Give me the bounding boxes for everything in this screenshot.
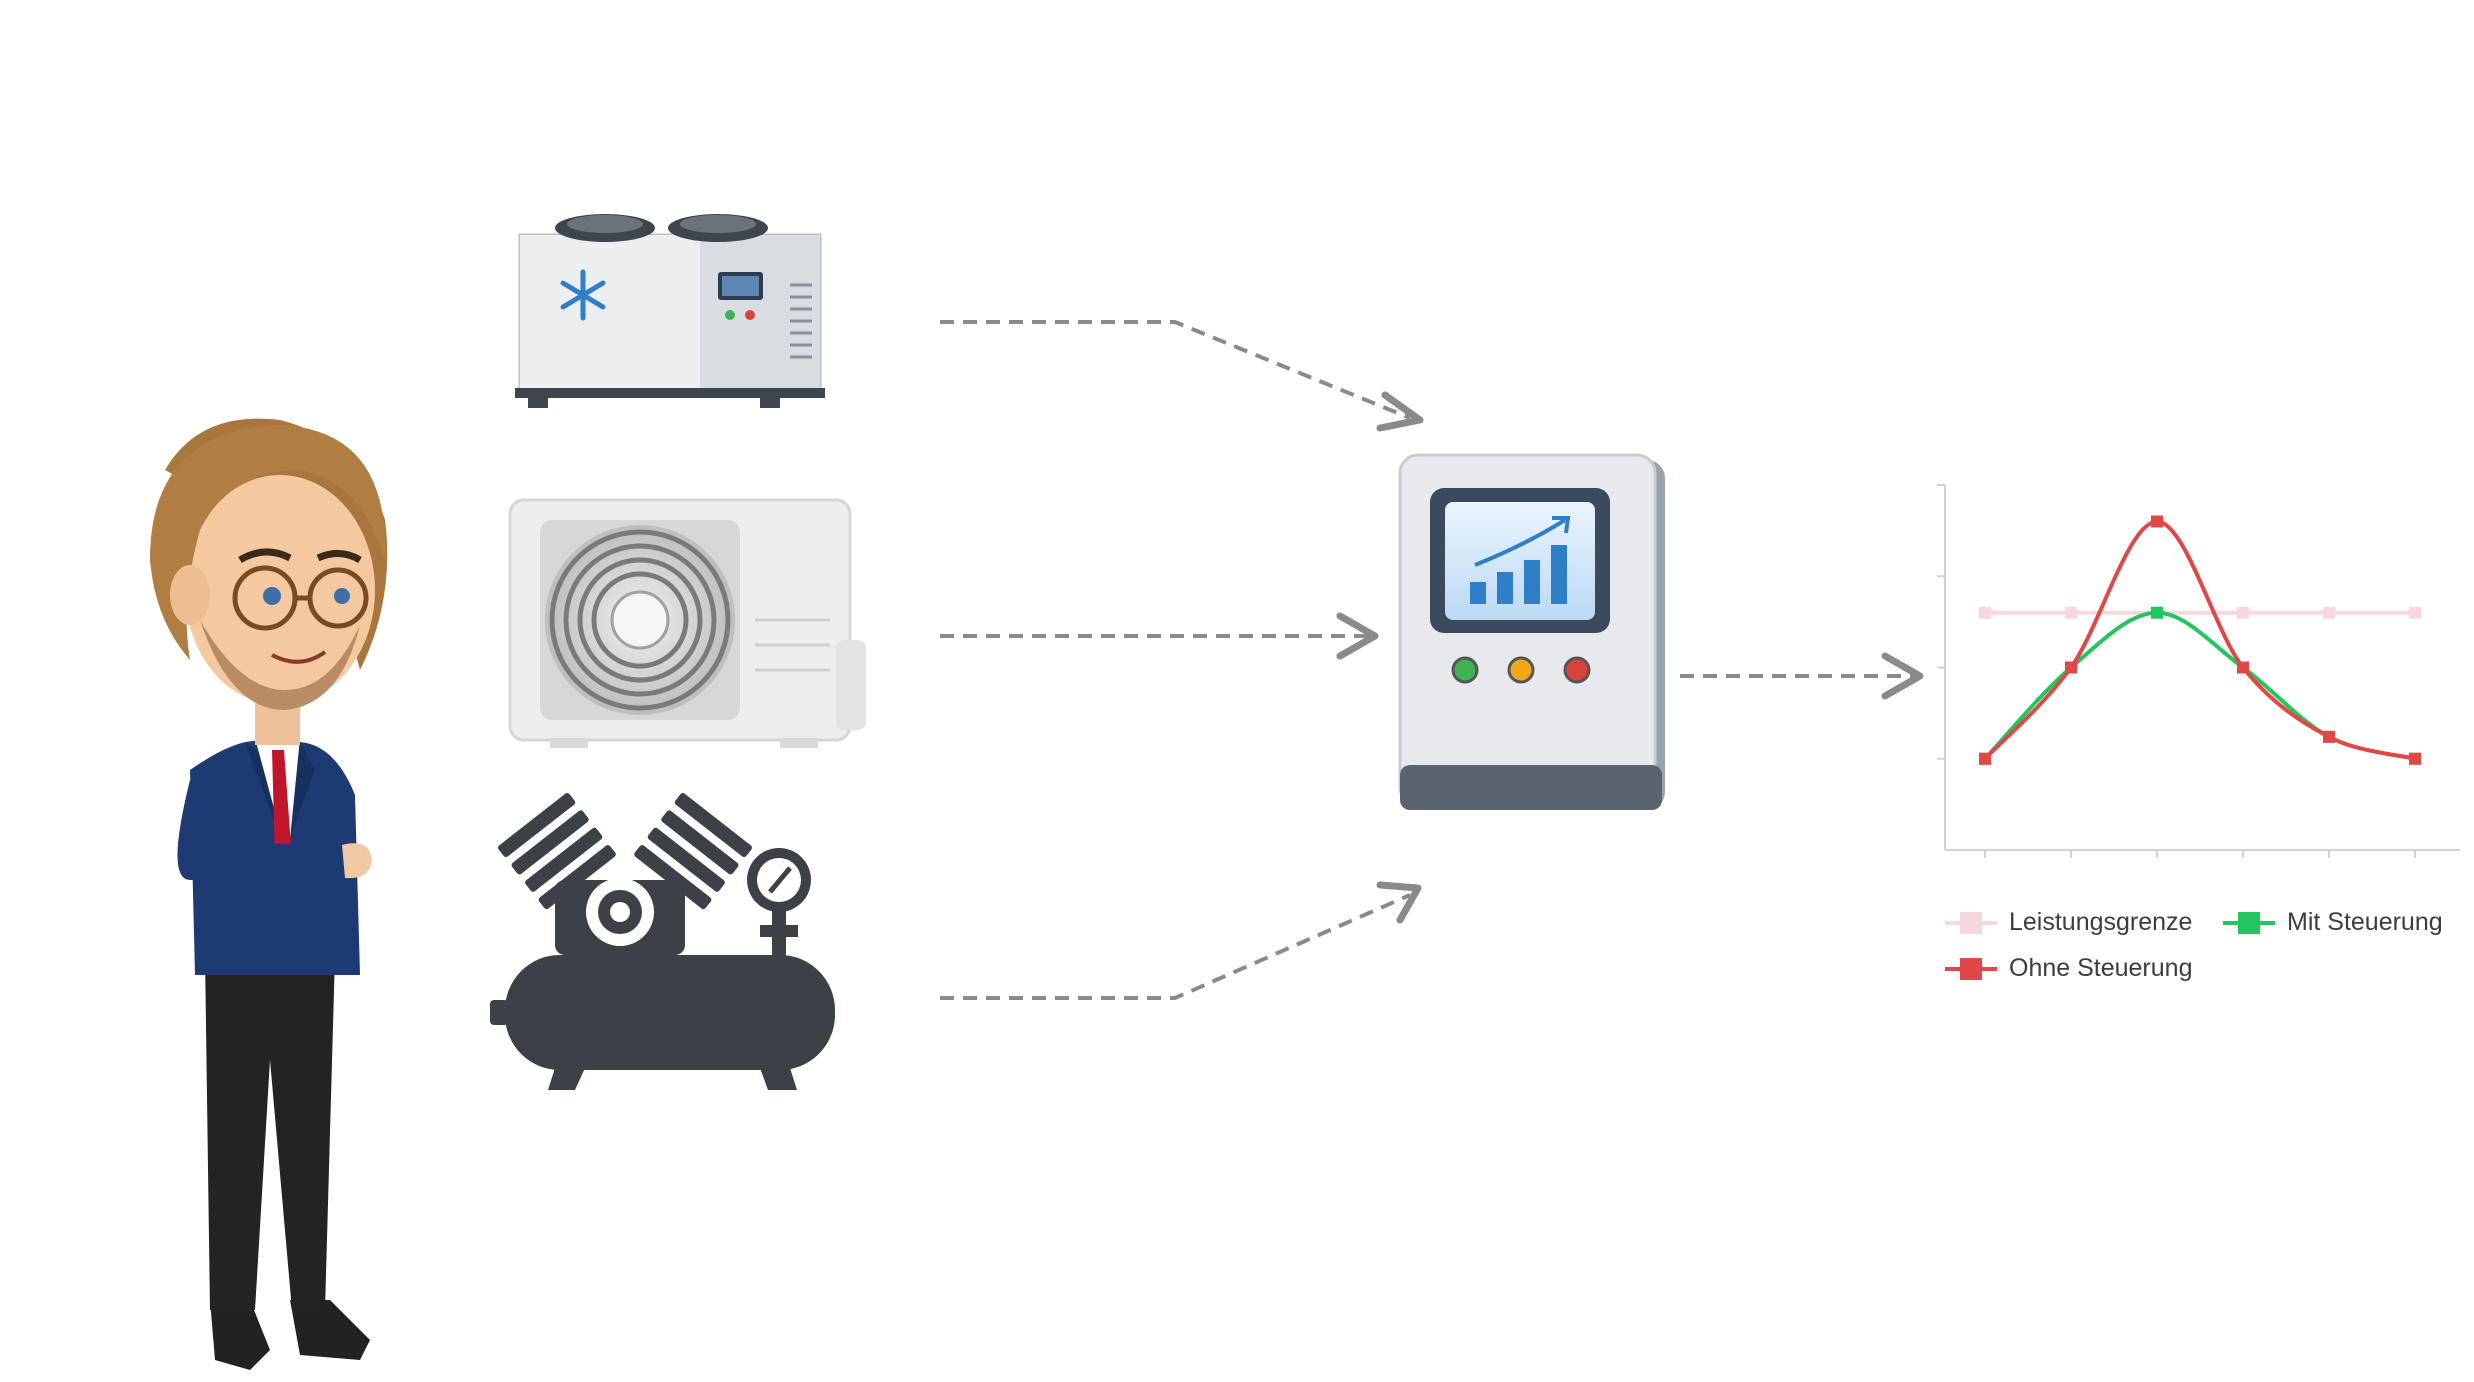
- arrow-head-icon: [1376, 881, 1422, 924]
- air-conditioner-outdoor-unit-icon: [508, 498, 866, 748]
- legend-label-leistungsgrenze: Leistungsgrenze: [2009, 908, 2193, 936]
- legend-swatch-without-control: [1945, 957, 1997, 980]
- data-point-ohne-steuerung-2: [2151, 515, 2163, 528]
- legend-label-mit-steuerung: Mit Steuerung: [2287, 908, 2443, 936]
- series-line-mit-steuerung: [1983, 610, 2416, 761]
- data-point-leistungsgrenze-5: [2409, 606, 2421, 619]
- legend-label-ohne-steuerung: Ohne Steuerung: [2009, 954, 2193, 982]
- data-point-ohne-steuerung-1: [2065, 661, 2077, 674]
- air-compressor-icon: [490, 793, 835, 1090]
- presenter-character-icon: [150, 418, 388, 1370]
- snowflake-icon: [560, 269, 606, 321]
- legend-item-leistungsgrenze: Leistungsgrenze: [1945, 908, 2192, 937]
- data-point-leistungsgrenze-1: [2065, 606, 2077, 619]
- data-point-leistungsgrenze-4: [2323, 606, 2335, 619]
- arrow-head-icon: [1881, 652, 1924, 700]
- energy-controller-box-icon: [1398, 453, 1665, 810]
- arrow-compressor-to-controller: [940, 893, 1411, 1000]
- legend-swatch-with-control: [2223, 911, 2275, 934]
- legend-swatch-limit: [1945, 911, 1997, 934]
- data-point-ohne-steuerung-3: [2237, 661, 2249, 674]
- line-chart: [1937, 484, 2460, 858]
- legend-item-mit-steuerung: Mit Steuerung: [2223, 908, 2443, 937]
- data-point-ohne-steuerung-4: [2323, 730, 2335, 743]
- arrow-head-icon: [1376, 391, 1424, 432]
- arrow-refrigeration-to-controller: [940, 320, 1411, 420]
- refrigeration-unit-icon: [515, 214, 825, 408]
- data-point-mit-steuerung-2: [2151, 606, 2163, 619]
- arrow-head-icon: [1336, 612, 1379, 660]
- series-line-ohne-steuerung: [1983, 519, 2416, 761]
- flow-arrows: [940, 320, 1915, 1000]
- data-point-leistungsgrenze-3: [2237, 606, 2249, 619]
- data-point-ohne-steuerung-5: [2409, 752, 2421, 765]
- data-point-leistungsgrenze-0: [1979, 606, 1991, 619]
- data-point-ohne-steuerung-0: [1979, 752, 1991, 765]
- legend-item-ohne-steuerung: Ohne Steuerung: [1945, 954, 2192, 983]
